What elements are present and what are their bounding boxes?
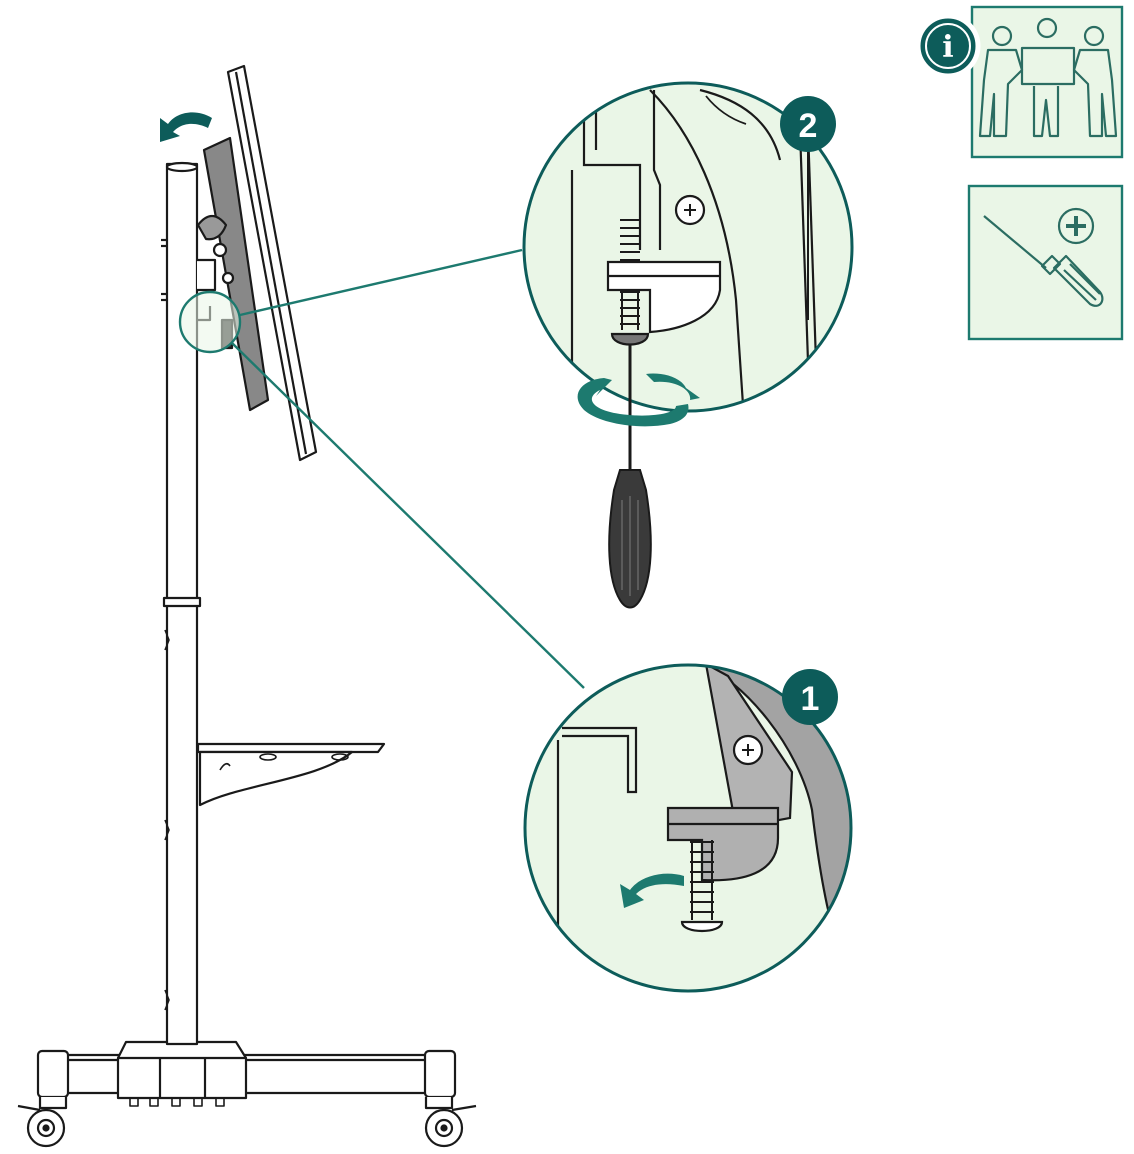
caster-left: [17, 1097, 68, 1148]
info-icon-letter: i: [942, 30, 953, 65]
tv-screen-panel: [226, 64, 318, 462]
detail-callout-step-1: 1: [523, 663, 853, 993]
phillips-screwdriver-icon: [983, 207, 1104, 307]
callout-leader-lines: [231, 248, 585, 689]
detail-callout-marker: [178, 290, 242, 354]
caster-right: [424, 1097, 477, 1148]
stand-shelf: [196, 742, 386, 807]
screwdriver-illustration: [608, 345, 652, 609]
stand-base: [36, 1040, 457, 1107]
tilt-arrow-icon: [160, 112, 212, 142]
tool-required-panel: [967, 184, 1124, 341]
step-badge-2: [780, 96, 836, 152]
swing-arrow-icon: [620, 873, 684, 908]
detail-callout-step-2: 2: [522, 81, 854, 609]
two-person-lift-icon: [978, 17, 1118, 138]
step-number-1: 1: [801, 680, 820, 718]
two-person-lift-panel: i: [915, 5, 1124, 159]
step-number-2: 2: [799, 107, 818, 145]
rotate-arrow-icon: [577, 373, 700, 427]
tv-stand-illustration: [17, 64, 477, 1148]
step-badge-1: [782, 669, 838, 725]
